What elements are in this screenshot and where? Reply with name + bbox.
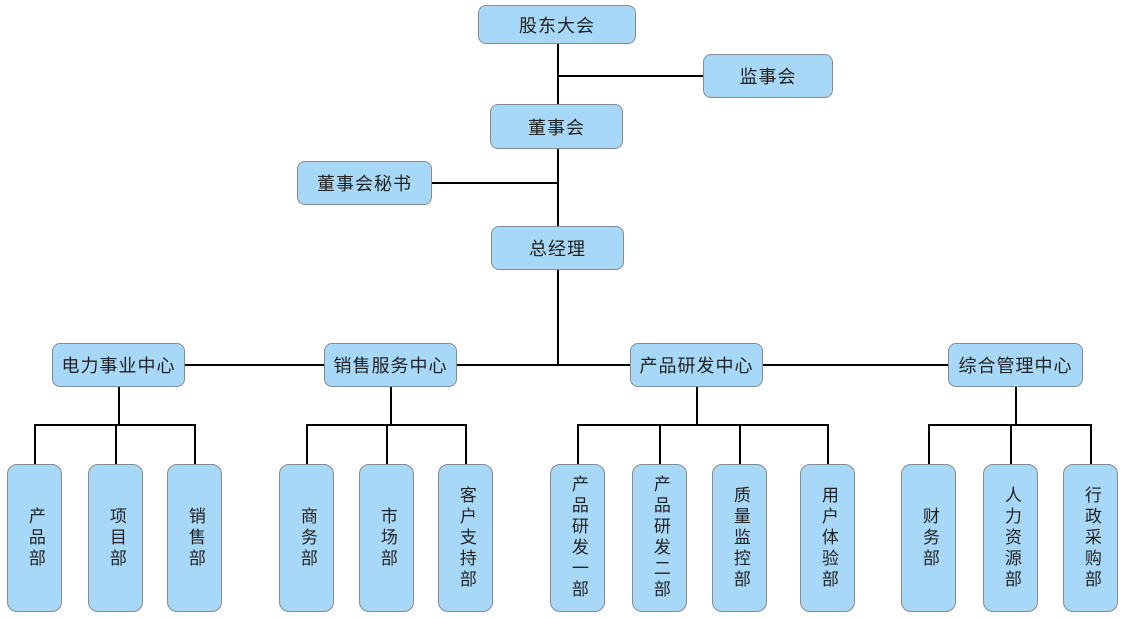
dept-project[interactable]: 项目部 [88,464,143,612]
connector-dept-stub [386,424,388,464]
node-label: 总经理 [529,239,586,259]
node-label: 销售部 [185,506,205,570]
connector-dept-stub [659,424,661,464]
connector-dept-stub [1090,424,1092,464]
connector-dept-stub [306,424,308,464]
node-label: 市场部 [377,506,397,570]
connector-dept-stub [739,424,741,464]
connector-gm-centers [557,270,559,364]
connector-supervisory-branch [557,75,703,77]
connector-centers-rail [185,364,948,366]
connector-dept-stub [1010,424,1012,464]
connector-center1-drop [118,387,120,425]
dept-product-rd-1[interactable]: 产品研发一部 [550,464,605,612]
connector-secretary-branch [432,182,558,184]
node-label: 综合管理中心 [958,356,1073,376]
dept-user-experience[interactable]: 用户体验部 [800,464,855,612]
connector-dept-stub [928,424,930,464]
connector-dept-stub [827,424,829,464]
dept-human-resources[interactable]: 人力资源部 [983,464,1038,612]
connector-board-gm [557,149,559,226]
dept-admin-procurement[interactable]: 行政采购部 [1063,464,1118,612]
connector-shareholders-board [557,44,559,104]
node-label: 财务部 [919,506,939,570]
connector-center3-drop [696,387,698,425]
node-center-sales-service[interactable]: 销售服务中心 [324,343,457,387]
node-label: 用户体验部 [818,485,838,591]
node-label: 产品研发一部 [568,475,588,601]
node-center-general-management[interactable]: 综合管理中心 [948,343,1083,387]
dept-product[interactable]: 产品部 [7,464,62,612]
node-label: 质量监控部 [730,485,750,591]
node-label: 销售服务中心 [333,356,448,376]
dept-quality-control[interactable]: 质量监控部 [712,464,767,612]
node-label: 股东大会 [519,15,595,36]
node-center-product-rd[interactable]: 产品研发中心 [630,343,763,387]
node-label: 产品研发中心 [639,356,754,376]
dept-marketing[interactable]: 市场部 [359,464,414,612]
connector-center4-drop [1015,387,1017,425]
node-label: 产品部 [25,506,45,570]
dept-product-rd-2[interactable]: 产品研发二部 [632,464,687,612]
connector-group4-rail [928,424,1091,426]
connector-dept-stub [465,424,467,464]
dept-finance[interactable]: 财务部 [901,464,956,612]
node-center-power-business[interactable]: 电力事业中心 [52,343,185,387]
connector-group1-rail [34,424,195,426]
connector-group3-rail [577,424,828,426]
node-label: 董事会 [528,117,585,138]
node-label: 监事会 [739,67,797,87]
connector-dept-stub [34,424,36,464]
connector-dept-stub [194,424,196,464]
connector-dept-stub [115,424,117,464]
node-general-manager[interactable]: 总经理 [491,226,624,270]
node-supervisory-board[interactable]: 监事会 [703,54,833,98]
dept-customer-support[interactable]: 客户支持部 [438,464,493,612]
node-label: 项目部 [106,506,126,570]
node-board-secretary[interactable]: 董事会秘书 [297,161,432,205]
node-label: 电力事业中心 [61,356,176,376]
node-label: 行政采购部 [1081,485,1101,591]
node-label: 人力资源部 [1001,485,1021,591]
node-board-of-directors[interactable]: 董事会 [490,104,623,149]
connector-dept-stub [577,424,579,464]
node-label: 董事会秘书 [317,174,412,194]
node-label: 客户支持部 [456,485,476,591]
dept-sales[interactable]: 销售部 [167,464,222,612]
node-shareholders-meeting[interactable]: 股东大会 [478,5,636,44]
node-label: 产品研发二部 [650,475,670,601]
dept-business[interactable]: 商务部 [279,464,334,612]
connector-center2-drop [390,387,392,425]
node-label: 商务部 [297,506,317,570]
